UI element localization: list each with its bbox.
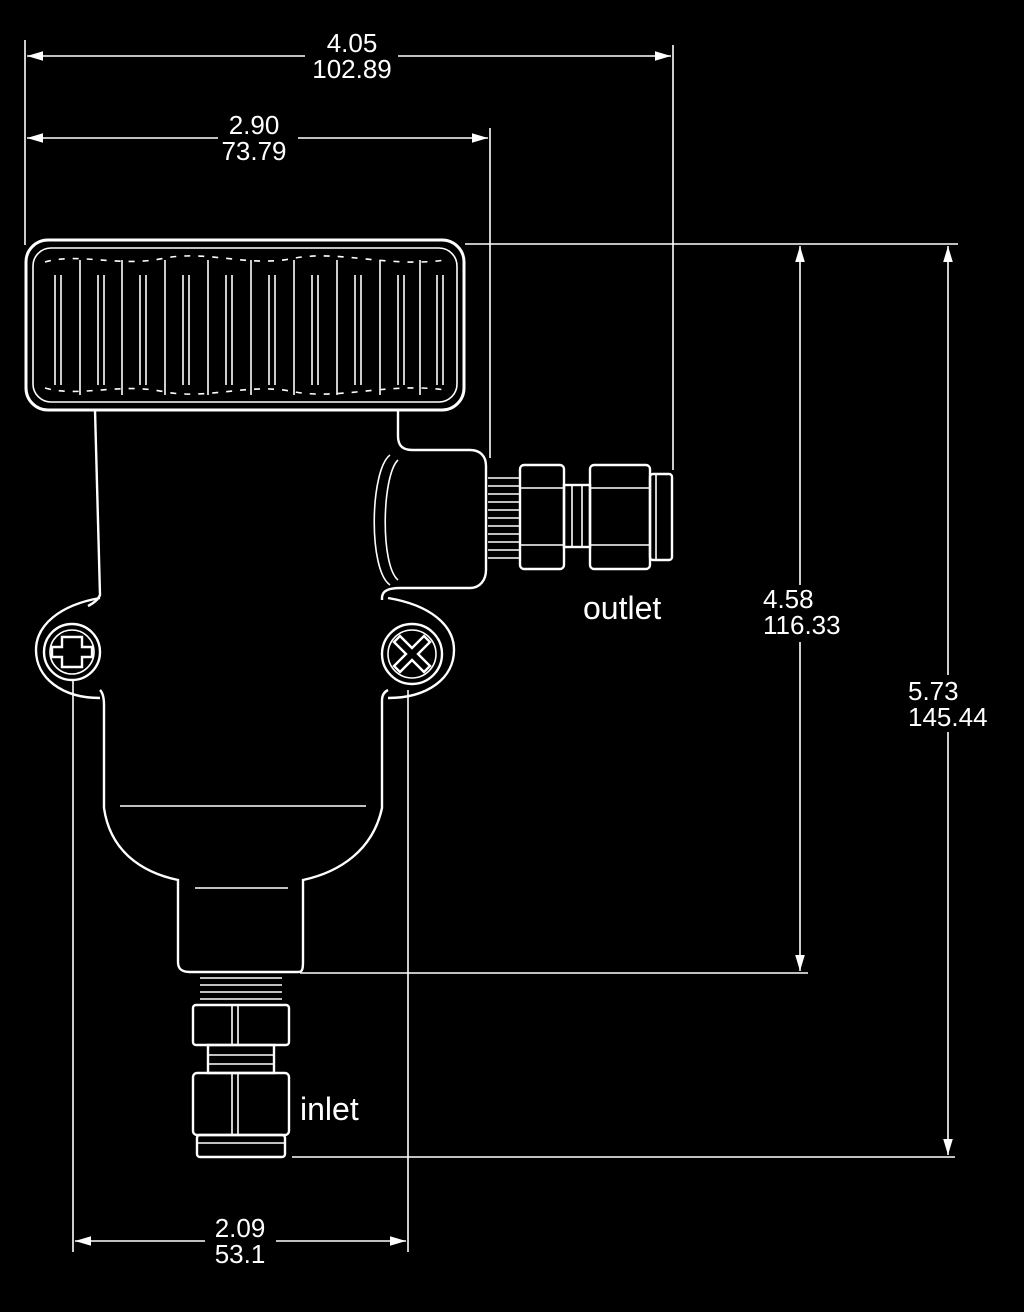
overall-height-mm: 145.44 [908,702,988,732]
overall-width-mm: 102.89 [312,54,392,84]
inlet-label: inlet [300,1091,359,1127]
mount-spacing-inch: 2.09 [215,1213,266,1243]
body-height-mm: 116.33 [763,610,841,640]
mount-screw-right [380,596,456,700]
inlet-threads [200,977,282,1000]
overall-height-inch: 5.73 [908,676,959,706]
cap-width-inch: 2.90 [229,110,280,140]
filter-body [87,409,488,974]
body-height-inch: 4.58 [763,584,814,614]
cap-width-mm: 73.79 [221,136,286,166]
outlet-fitting [488,463,674,571]
filter-cap [24,238,466,412]
dimension-body-height: 4.58 116.33 [763,246,841,971]
extension-lines [24,40,958,1252]
cap-knurl-ribs [54,260,444,395]
dimension-mount-spacing: 2.09 53.1 [75,1213,406,1269]
dimension-cap-width: 2.90 73.79 [27,110,488,166]
dimension-overall-height: 5.73 145.44 [908,246,988,1155]
outlet-label: outlet [583,590,661,626]
mount-spacing-mm: 53.1 [215,1239,266,1269]
outlet-threads [488,477,520,559]
mount-screw-left [34,596,102,700]
dimension-overall-width: 4.05 102.89 [27,28,671,84]
overall-width-inch: 4.05 [327,28,378,58]
inlet-fitting [191,977,291,1159]
